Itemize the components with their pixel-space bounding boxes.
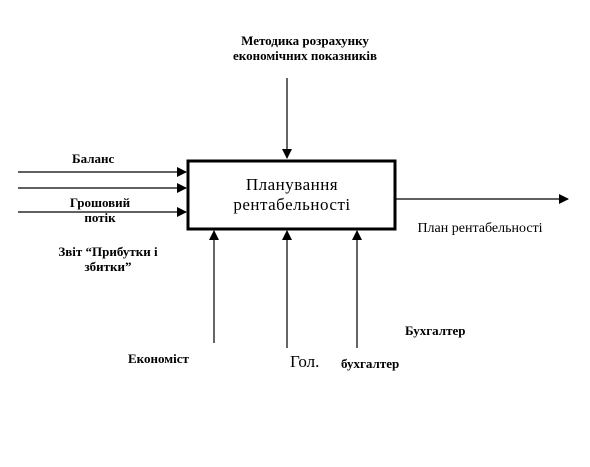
process-box bbox=[186, 159, 397, 231]
mechanism-label-chief-accountant-suffix: бухгалтер bbox=[341, 356, 400, 371]
mechanism-label-accountant: Бухгалтер bbox=[405, 323, 466, 338]
mechanism-label-economist: Економіст bbox=[128, 351, 189, 366]
input-label-cash-flow: Грошовий потік bbox=[69, 195, 131, 225]
input-label-report: Звіт “Прибутки і збитки” bbox=[58, 244, 158, 274]
mechanism-label-chief-accountant-prefix: Гол. bbox=[290, 352, 320, 371]
process-title: Планування рентабельності bbox=[233, 175, 351, 214]
control-label-methodology: Методика розрахунку економічних показник… bbox=[233, 33, 377, 63]
output-label-plan: План рентабельності bbox=[417, 221, 543, 236]
input-label-balance: Баланс bbox=[72, 151, 115, 166]
